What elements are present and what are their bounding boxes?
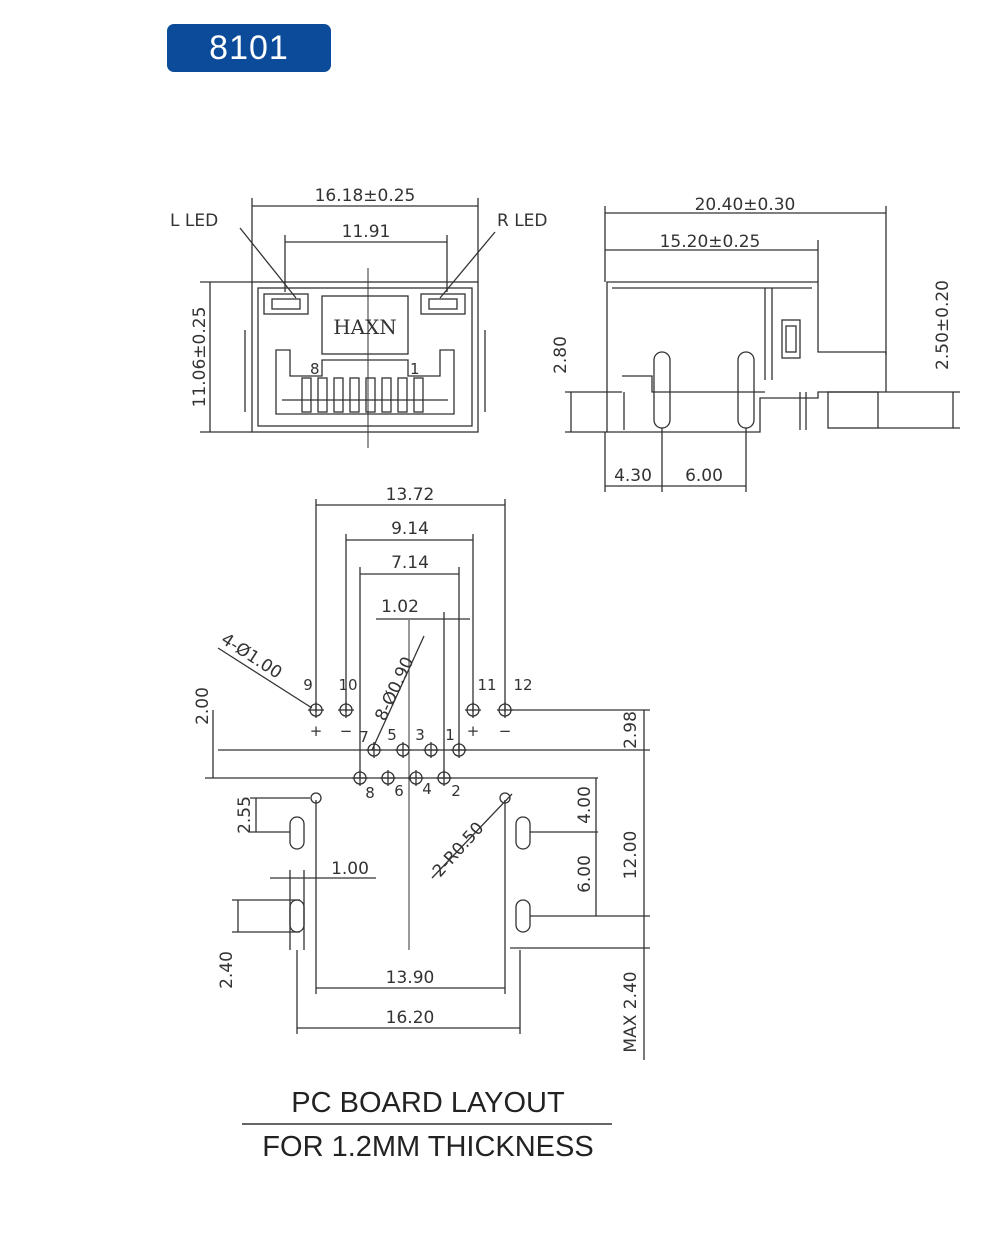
side-height-left: 2.80	[551, 336, 571, 374]
side-depth-body: 15.20±0.25	[660, 232, 761, 252]
pcb-dim-2-00: 2.00	[193, 687, 213, 725]
pcb-dim-16-20: 16.20	[386, 1008, 435, 1028]
minus-left: −	[340, 722, 353, 740]
pcb-dim-7-14: 7.14	[391, 553, 429, 573]
pcb-dim-9-14: 9.14	[391, 519, 429, 539]
caption-line-2: FOR 1.2MM THICKNESS	[262, 1131, 593, 1163]
side-depth-total: 20.40±0.30	[695, 195, 796, 215]
pcb-dim-6-00: 6.00	[575, 855, 595, 893]
side-height-right: 2.50±0.20	[933, 280, 953, 370]
pin-11: 11	[477, 676, 496, 694]
pcb-dim-13-72: 13.72	[386, 485, 435, 505]
front-view: 16.18±0.25 11.91 L LED R LED 11.06±0.25 …	[170, 186, 548, 448]
model-number: 8101	[209, 28, 289, 67]
front-width-inner: 11.91	[342, 222, 391, 242]
front-height: 11.06±0.25	[190, 307, 210, 408]
pin-12: 12	[513, 676, 532, 694]
side-offset-b: 6.00	[685, 466, 723, 486]
led-holes	[308, 702, 513, 718]
led-hole-callout: 4-Ø1.00	[217, 629, 285, 683]
pin-first-label: 8	[310, 360, 320, 378]
pcb-dim-2-98: 2.98	[621, 711, 641, 749]
pcb-dim-2-55: 2.55	[235, 796, 255, 834]
pin-last-label: 1	[410, 360, 420, 378]
minus-right: −	[499, 722, 512, 740]
pcb-dim-1-02: 1.02	[381, 597, 419, 617]
plus-right: +	[467, 722, 480, 740]
pin-7: 7	[359, 728, 369, 746]
brand-label: HAXN	[333, 315, 397, 339]
pcb-radius-callout: 2-R0.50	[429, 818, 488, 881]
pcb-layout: 13.72 9.14 7.14 1.02 4-Ø1.00 8-Ø0.90 9 1…	[193, 485, 650, 1060]
left-led-label: L LED	[170, 211, 218, 231]
pin-5: 5	[387, 726, 397, 744]
pin-8: 8	[365, 784, 375, 802]
model-badge: 8101	[167, 24, 331, 72]
pcb-dim-13-90: 13.90	[386, 968, 435, 988]
pin-4: 4	[422, 780, 432, 798]
right-led-label: R LED	[497, 211, 548, 231]
signal-hole-callout: 8-Ø0.90	[371, 654, 418, 724]
pin-9: 9	[303, 676, 313, 694]
plus-left: +	[310, 722, 323, 740]
pcb-dim-1-00: 1.00	[331, 859, 369, 879]
pin-6: 6	[394, 782, 404, 800]
pcb-dim-4-00: 4.00	[575, 786, 595, 824]
front-width-outer: 16.18±0.25	[315, 186, 416, 206]
pcb-dim-2-40: 2.40	[217, 951, 237, 989]
pcb-dim-12-00: 12.00	[621, 831, 641, 880]
pin-1: 1	[445, 726, 455, 744]
caption-line-1: PC BOARD LAYOUT	[291, 1087, 565, 1119]
mounting-slots	[289, 816, 531, 933]
pcb-dim-max-2-40: MAX 2.40	[621, 971, 641, 1052]
pin-3: 3	[415, 726, 425, 744]
side-offset-a: 4.30	[614, 466, 652, 486]
pin-2: 2	[451, 782, 461, 800]
pin-10: 10	[338, 676, 357, 694]
caption: PC BOARD LAYOUT FOR 1.2MM THICKNESS	[242, 1087, 612, 1163]
contacts	[301, 377, 424, 413]
side-view: 20.40±0.30 15.20±0.25 2.50±0.20 2.80	[551, 195, 960, 492]
